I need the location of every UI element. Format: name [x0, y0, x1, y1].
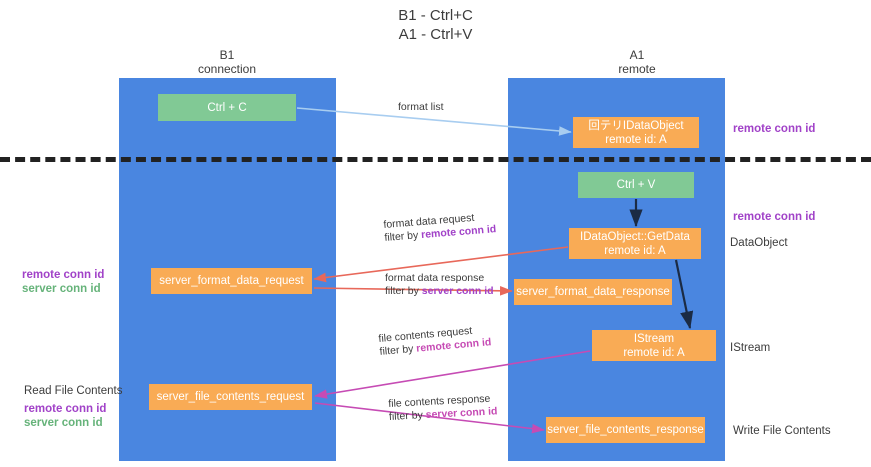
label-dataobject: DataObject: [730, 237, 788, 249]
flow-label-file-contents-response: file contents response filter by server …: [388, 392, 498, 424]
label-write-file-contents: Write File Contents: [733, 425, 831, 437]
label-remote-conn-id-mid: remote conn id: [733, 211, 816, 223]
node-server-file-contents-request[interactable]: server_file_contents_request: [149, 384, 312, 410]
label-server-conn-id-left-bottom: server conn id: [24, 417, 103, 429]
label-remote-conn-id-left-top: remote conn id: [22, 269, 105, 281]
flow-filter-prefix-4: filter by: [388, 409, 427, 423]
flow-label-format-data-response: format data response filter by server co…: [385, 272, 494, 298]
label-read-file-contents: Read File Contents: [24, 385, 123, 397]
node-ctrl-v[interactable]: Ctrl + V: [578, 172, 694, 198]
label-server-conn-id-left-top: server conn id: [22, 283, 101, 295]
node-ctrl-c[interactable]: Ctrl + C: [158, 94, 296, 121]
flow-filter-prefix-2: filter by: [385, 285, 422, 297]
label-remote-conn-id-left-bottom: remote conn id: [24, 403, 107, 415]
label-remote-conn-id-top: remote conn id: [733, 123, 816, 135]
label-istream: IStream: [730, 342, 771, 354]
node-server-format-data-response[interactable]: server_format_data_response: [514, 279, 672, 305]
flow-filter-key-4: server conn id: [425, 405, 498, 422]
flow-label-format-list: format list: [398, 101, 444, 113]
flow-filter-key-2: server conn id: [421, 285, 494, 297]
section-divider: [0, 157, 871, 162]
flow-filter-prefix-1: filter by: [384, 229, 422, 244]
flow-text-format-data-response: format data response: [385, 272, 485, 284]
label-conn-ids-top: remote conn id server conn id: [22, 268, 104, 296]
node-server-format-data-request[interactable]: server_format_data_request: [151, 268, 312, 294]
flow-filter-prefix-3: filter by: [379, 342, 417, 358]
flow-label-file-contents-request: file contents request filter by remote c…: [378, 323, 492, 359]
label-conn-ids-bottom: remote conn id server conn id: [24, 402, 106, 430]
node-server-file-contents-response[interactable]: server_file_contents_response: [546, 417, 705, 443]
flow-label-format-data-request: format data request filter by remote con…: [383, 210, 497, 245]
